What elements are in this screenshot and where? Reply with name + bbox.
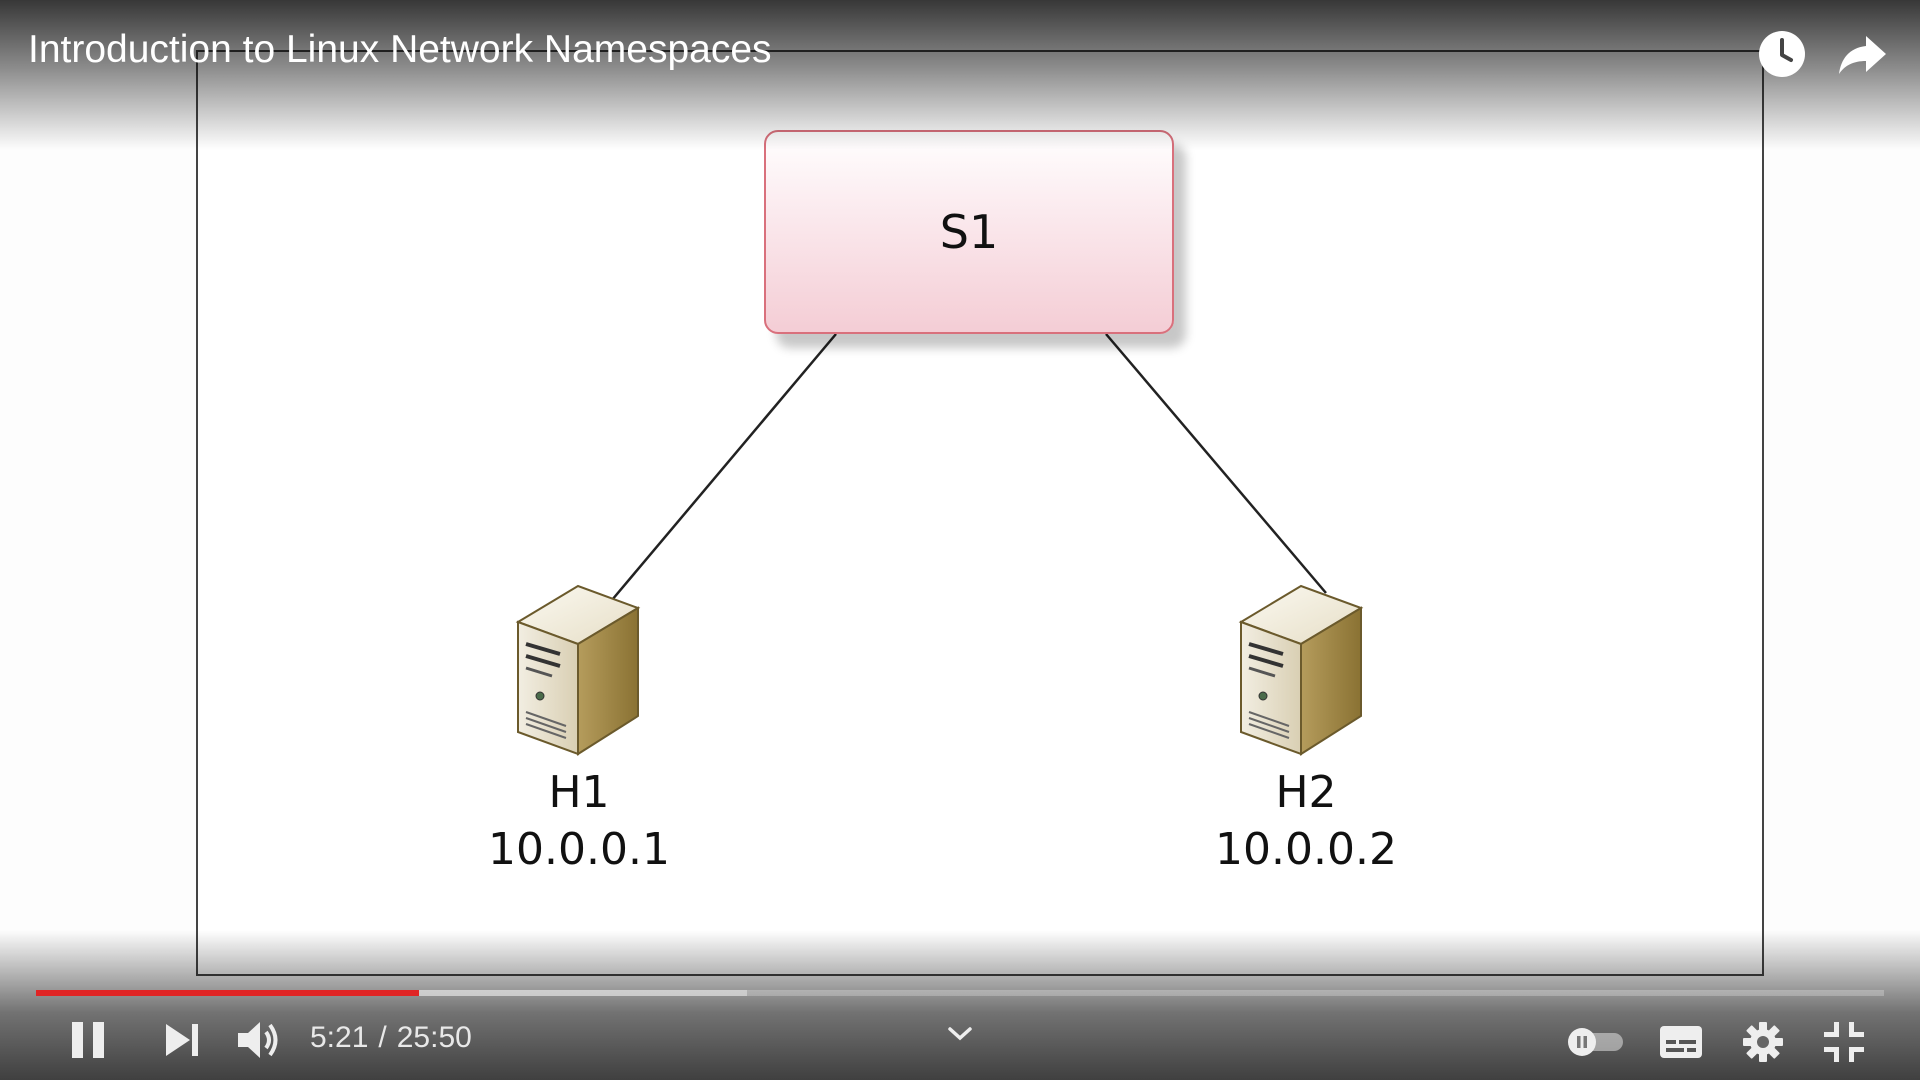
progress-played bbox=[36, 990, 419, 996]
link-s1-h2 bbox=[1105, 333, 1327, 594]
server-icon bbox=[1238, 584, 1364, 756]
video-title[interactable]: Introduction to Linux Network Namespaces bbox=[28, 28, 772, 71]
host-name: H1 bbox=[548, 767, 610, 818]
volume-icon[interactable] bbox=[234, 1016, 284, 1064]
watch-later-icon[interactable] bbox=[1756, 28, 1808, 80]
server-icon bbox=[515, 584, 641, 756]
current-time: 5:21 bbox=[310, 1021, 369, 1054]
host-h2-label: H2 10.0.0.2 bbox=[1186, 765, 1426, 879]
share-icon[interactable] bbox=[1836, 28, 1888, 80]
duration: 25:50 bbox=[396, 1021, 472, 1054]
pause-icon[interactable] bbox=[66, 1018, 110, 1062]
host-name: H2 bbox=[1275, 767, 1337, 818]
host-h1-label: H1 10.0.0.1 bbox=[459, 765, 699, 879]
time-display: 5:21 / 25:50 bbox=[310, 1021, 472, 1055]
subtitles-icon[interactable] bbox=[1658, 1022, 1704, 1062]
next-icon[interactable] bbox=[162, 1020, 204, 1060]
link-s1-h1 bbox=[611, 333, 837, 601]
host-ip: 10.0.0.1 bbox=[488, 824, 670, 875]
exit-fullscreen-icon[interactable] bbox=[1822, 1020, 1866, 1064]
settings-icon[interactable] bbox=[1741, 1020, 1785, 1064]
autoplay-toggle-icon[interactable] bbox=[1565, 1024, 1627, 1058]
switch-label: S1 bbox=[939, 205, 999, 259]
switch-node: S1 bbox=[764, 130, 1174, 334]
chevron-down-icon[interactable] bbox=[946, 1024, 974, 1044]
progress-bar[interactable] bbox=[36, 990, 1884, 996]
time-separator: / bbox=[378, 1021, 387, 1054]
host-ip: 10.0.0.2 bbox=[1215, 824, 1397, 875]
